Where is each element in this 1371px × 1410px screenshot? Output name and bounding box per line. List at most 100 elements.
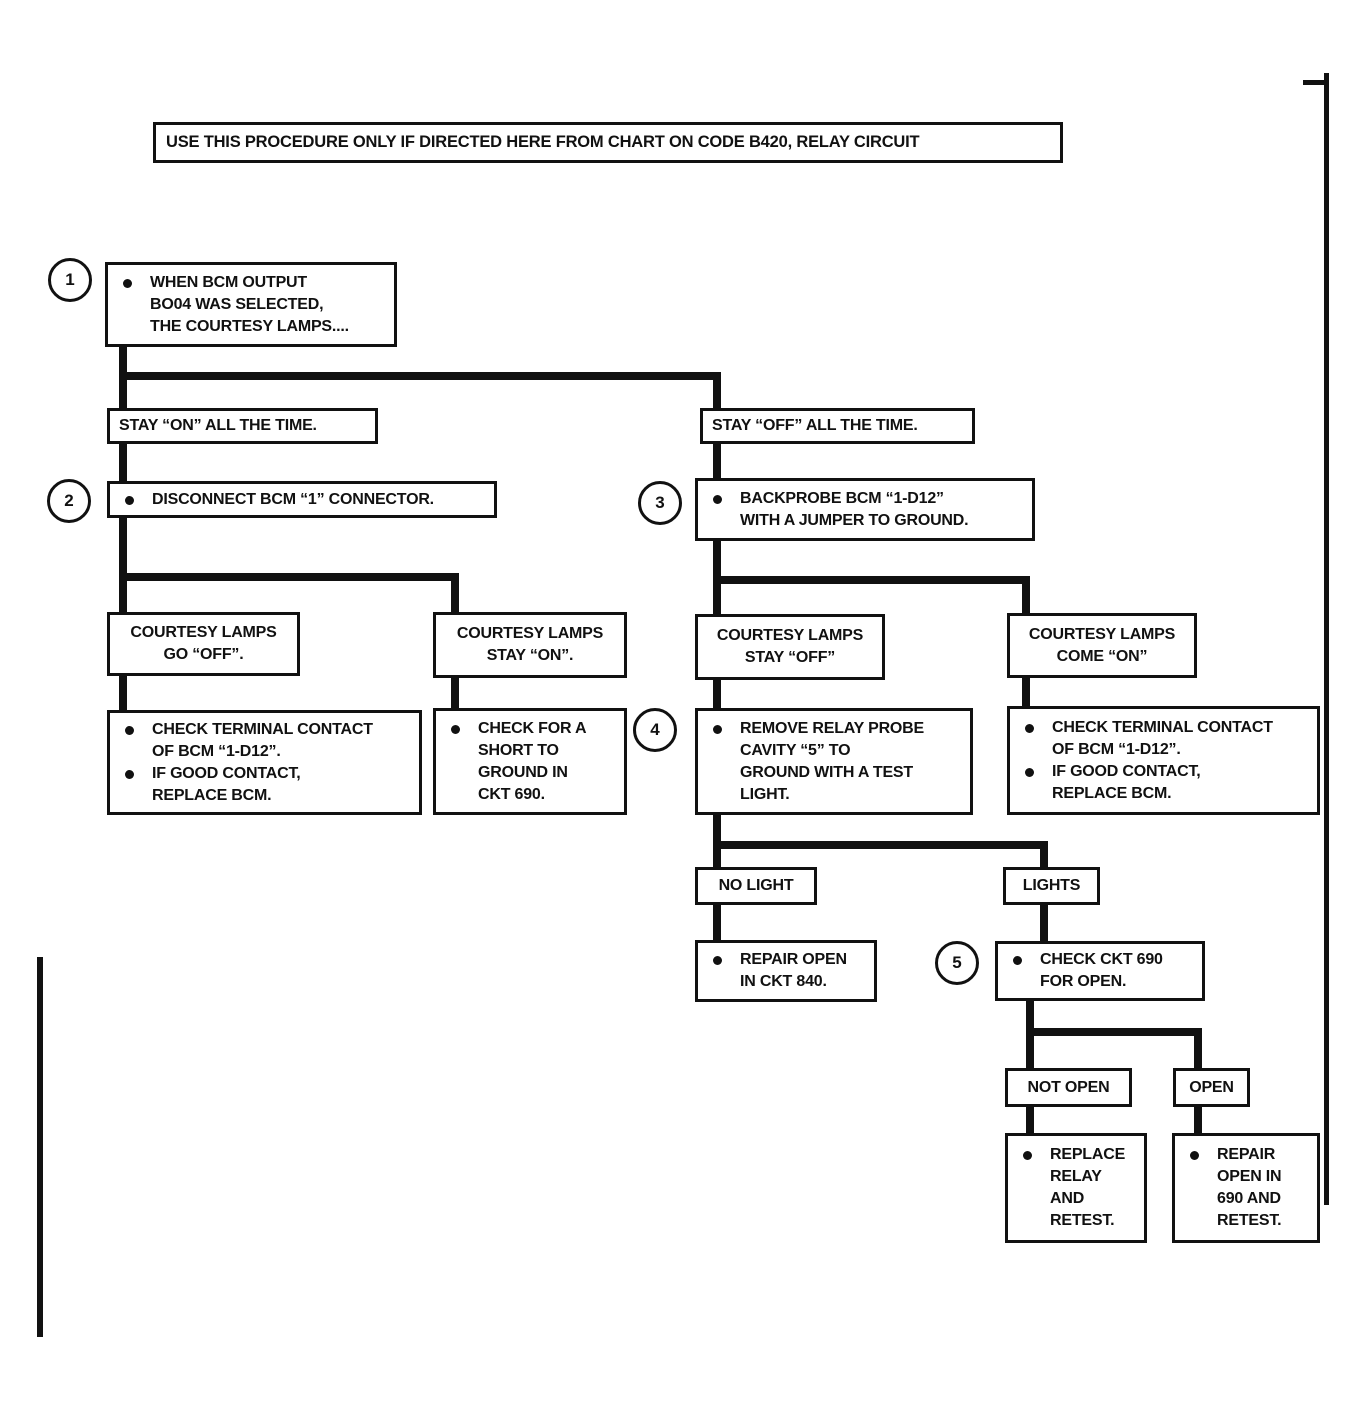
text-line: IF GOOD CONTACT, (152, 764, 301, 782)
bullet-icon (125, 725, 134, 735)
step-badge-3: 3 (638, 481, 682, 525)
text-line: 690 AND (1217, 1190, 1281, 1207)
bullet-icon (1190, 1151, 1199, 1160)
flow-box-check-short: CHECK FOR A SHORT TO GROUND IN CKT 690. (433, 708, 627, 815)
bullet-icon (713, 724, 722, 734)
text-line: REMOVE RELAY PROBE (740, 719, 925, 737)
text-line: CHECK TERMINAL CONTACT (1052, 718, 1273, 736)
bullet-icon (1023, 1151, 1032, 1160)
step-badge-1: 1 (48, 258, 92, 302)
text-line: IN CKT 840. (740, 973, 827, 990)
flow-box-no-light: NO LIGHT (695, 867, 817, 905)
text-line: LIGHTS (1022, 877, 1081, 894)
flow-box-repair-690: REPAIR OPEN IN 690 AND RETEST. (1172, 1133, 1320, 1243)
procedure-note-box: USE THIS PROCEDURE ONLY IF DIRECTED HERE… (153, 122, 1063, 163)
text-line: OF BCM “1-D12”. (152, 742, 281, 760)
text-line: REPLACE BCM. (1052, 784, 1172, 802)
connector-line (1040, 905, 1048, 945)
flow-box-lamps-go-off: COURTESY LAMPS GO “OFF”. (107, 612, 300, 676)
flow-box-lamps-stay-on: COURTESY LAMPS STAY “ON”. (433, 612, 627, 678)
step-badge-5: 5 (935, 941, 979, 985)
flow-box-replace-relay: REPLACE RELAY AND RETEST. (1005, 1133, 1147, 1243)
connector-line (1040, 845, 1048, 873)
connector-line (1194, 1107, 1202, 1137)
text-line: STAY “ON”. (486, 647, 574, 664)
text-line: STAY “ON” ALL THE TIME. (119, 417, 317, 434)
step-number: 5 (952, 953, 962, 972)
flow-box-repair-840: REPAIR OPEN IN CKT 840. (695, 940, 877, 1002)
text-line: COURTESY LAMPS (130, 624, 277, 641)
connector-line (451, 577, 459, 616)
flow-box-lamps-stay-off: COURTESY LAMPS STAY “OFF” (695, 614, 885, 680)
flow-box-not-open: NOT OPEN (1005, 1068, 1132, 1107)
text-line: GROUND IN (478, 763, 568, 781)
connector-line (713, 376, 721, 412)
text-line: STAY “OFF” ALL THE TIME. (712, 417, 918, 434)
text-line: RETEST. (1217, 1212, 1282, 1229)
text-line: RELAY (1050, 1168, 1102, 1185)
text-line: OPEN IN (1217, 1168, 1282, 1185)
bullet-icon (123, 278, 132, 288)
connector-line (1026, 1001, 1034, 1074)
text-line: IF GOOD CONTACT, (1052, 762, 1201, 780)
text-line: CHECK TERMINAL CONTACT (152, 720, 373, 738)
flow-box-stay-on: STAY “ON” ALL THE TIME. (107, 408, 378, 444)
bullet-icon (1025, 723, 1034, 733)
page-edge-rule-right (1324, 73, 1329, 1205)
text-line: STAY “OFF” (744, 649, 836, 666)
page-edge-rule-left (37, 957, 43, 1337)
connector-line (451, 678, 459, 712)
text-line: RETEST. (1050, 1212, 1115, 1229)
text-line: NOT OPEN (1027, 1078, 1110, 1096)
text-line: COURTESY LAMPS (1028, 625, 1176, 643)
text-line: REPAIR OPEN (740, 951, 847, 968)
step-number: 1 (65, 270, 75, 289)
flow-box-check-terminal-left: CHECK TERMINAL CONTACT OF BCM “1-D12”. I… (107, 710, 422, 815)
connector-line (713, 841, 1048, 849)
bullet-icon (713, 956, 722, 965)
connector-line (1022, 578, 1030, 617)
connector-line (119, 573, 459, 581)
text-line: OPEN (1189, 1078, 1234, 1096)
text-line: REPAIR (1217, 1146, 1276, 1163)
bullet-icon (713, 494, 722, 504)
text-line: GO “OFF”. (163, 646, 244, 663)
text-line: REPLACE (1050, 1146, 1126, 1163)
text-line: CKT 690. (478, 785, 545, 803)
bullet-icon (125, 769, 134, 779)
text-line: BACKPROBE BCM “1-D12” (740, 489, 944, 507)
text-line: DISCONNECT BCM “1” CONNECTOR. (152, 490, 434, 508)
text-line: CHECK FOR A (478, 719, 587, 737)
connector-line (713, 680, 721, 712)
flow-box-step3: BACKPROBE BCM “1-D12” WITH A JUMPER TO G… (695, 478, 1035, 541)
bullet-icon (1013, 956, 1022, 965)
step-number: 3 (655, 493, 665, 512)
flow-box-stay-off: STAY “OFF” ALL THE TIME. (700, 408, 975, 444)
text-line: THE COURTESY LAMPS.... (150, 317, 349, 335)
text-line: FOR OPEN. (1040, 973, 1127, 990)
text-line: WITH A JUMPER TO GROUND. (740, 511, 969, 529)
text-line: OF BCM “1-D12”. (1052, 740, 1181, 758)
bullet-icon (1025, 767, 1034, 777)
text-line: GROUND WITH A TEST (740, 763, 913, 781)
connector-line (119, 676, 127, 714)
connector-line (119, 517, 127, 616)
text-line: NO LIGHT (718, 877, 794, 894)
connector-line (1022, 678, 1030, 710)
text-line: AND (1050, 1190, 1085, 1207)
flow-box-lamps-come-on: COURTESY LAMPS COME “ON” (1007, 613, 1197, 678)
text-line: SHORT TO (478, 741, 559, 759)
step-number: 2 (64, 491, 74, 510)
text-line: CHECK CKT 690 (1040, 951, 1163, 968)
text-line: COME “ON” (1056, 647, 1148, 665)
connector-line (1194, 1032, 1202, 1074)
text-line: CAVITY “5” TO (740, 741, 851, 759)
text-line: WHEN BCM OUTPUT (150, 273, 307, 291)
flow-box-step4: REMOVE RELAY PROBE CAVITY “5” TO GROUND … (695, 708, 973, 815)
flow-box-step2: DISCONNECT BCM “1” CONNECTOR. (107, 481, 497, 518)
connector-line (713, 576, 1030, 584)
text-line: BO04 WAS SELECTED, (150, 295, 324, 313)
text-line: REPLACE BCM. (152, 786, 272, 804)
connector-line (713, 905, 721, 944)
